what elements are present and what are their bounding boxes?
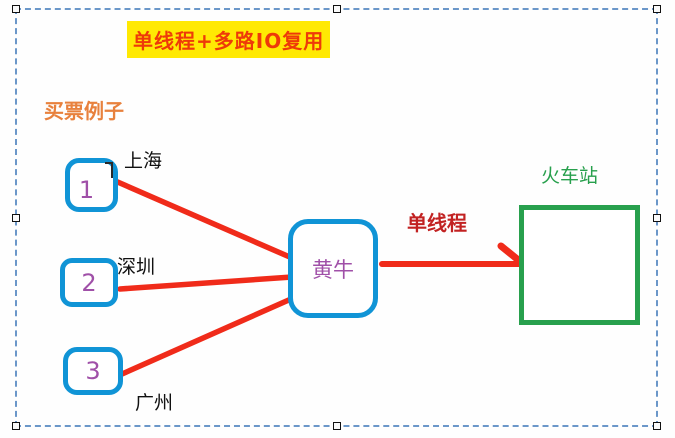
text-cursor-mark [105,162,113,178]
selection-handle-bottom-middle[interactable] [333,422,341,430]
selection-handle-bottom-left[interactable] [12,422,20,430]
city-label-shenzhen: 深圳 [117,256,156,278]
broker-node[interactable]: 黄牛 [288,219,378,318]
diagram-title: 单线程+多路IO复用 [127,21,331,58]
arrow-label-single-thread: 单线程 [407,211,467,235]
broker-node-label: 黄牛 [312,257,354,282]
client-node-1[interactable]: 1 [65,158,118,212]
selection-handle-top-right[interactable] [653,5,661,13]
client-node-3-number: 3 [85,357,101,385]
client-node-2-number: 2 [81,268,97,297]
selection-handle-middle-right[interactable] [653,214,661,222]
selection-handle-top-middle[interactable] [333,5,341,13]
station-label: 火车站 [541,165,599,187]
client-node-3[interactable]: 3 [63,347,123,395]
selection-handle-middle-left[interactable] [12,214,20,222]
station-node[interactable] [519,205,640,325]
city-label-shanghai: 上海 [124,150,163,172]
diagram-subtitle: 买票例子 [44,99,124,123]
city-label-guangzhou: 广州 [135,392,174,414]
selection-handle-top-left[interactable] [12,5,20,13]
client-node-1-number: 1 [78,176,95,204]
selection-handle-bottom-right[interactable] [653,422,661,430]
client-node-2[interactable]: 2 [60,258,118,307]
